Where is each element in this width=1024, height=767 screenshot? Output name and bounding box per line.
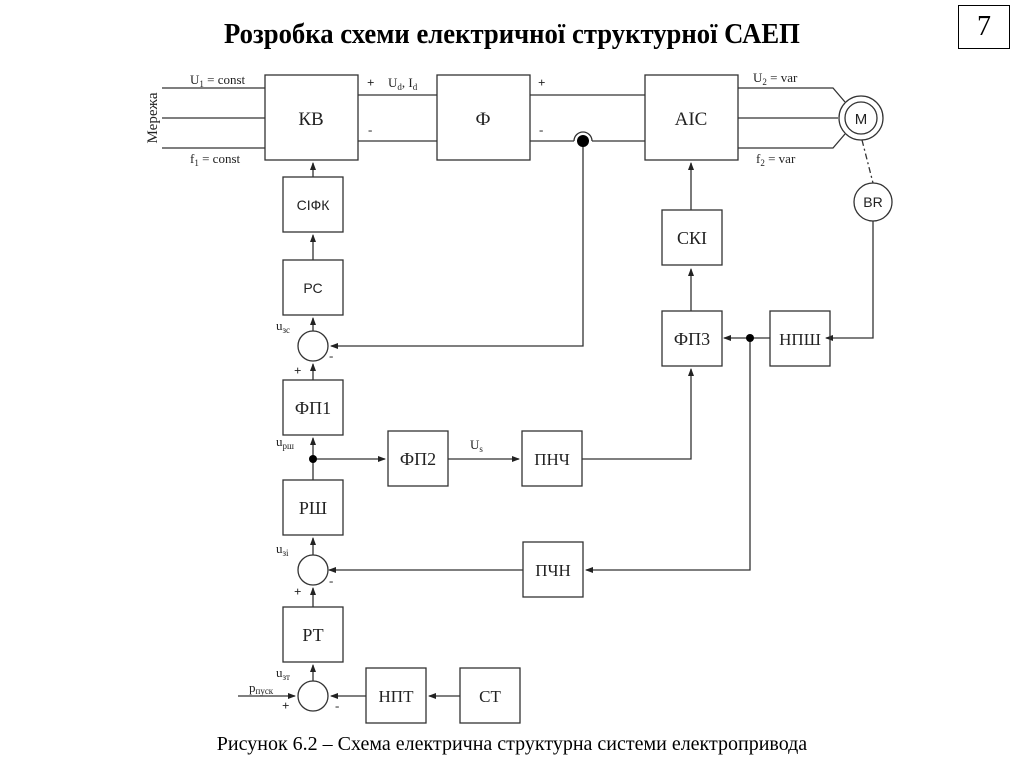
block-label: КВ	[298, 109, 323, 130]
current-sensor-node	[577, 135, 589, 147]
block-label: АІС	[675, 109, 708, 130]
block-label: M	[855, 111, 868, 128]
ud-id-label: Ud, Id	[388, 75, 418, 92]
block-label: НПШ	[779, 330, 821, 349]
figure-caption: Рисунок 6.2 – Схема електрична структурн…	[216, 733, 808, 755]
block-label: ФП3	[674, 329, 710, 349]
plus-sign: +	[294, 363, 301, 378]
f1-label: f1 = const	[190, 151, 241, 168]
page-number: 7	[958, 5, 1010, 49]
block-kv	[264, 74, 359, 161]
block-label: РТ	[302, 625, 323, 645]
summing-junction-2	[297, 554, 329, 586]
motor-outer-ring	[838, 95, 884, 141]
plus-sign: +	[538, 75, 545, 90]
plus-sign: +	[367, 75, 374, 90]
branch-node	[309, 455, 317, 463]
u-zi-label: uзі	[276, 541, 289, 558]
p-pusk-label: pпуск	[249, 680, 274, 696]
wire	[738, 133, 846, 149]
block-ski	[661, 209, 723, 266]
summing-junction-3	[297, 680, 329, 712]
block-label: BR	[863, 194, 882, 210]
block-phi	[436, 74, 531, 161]
wire	[330, 141, 584, 349]
block-label: СІФК	[297, 197, 331, 213]
minus-sign: -	[539, 122, 543, 137]
block-label: РШ	[299, 498, 327, 518]
wire	[738, 87, 846, 103]
block-label: ПЧН	[535, 561, 571, 580]
minus-sign: -	[329, 348, 333, 363]
network-label: Мережа	[145, 92, 161, 143]
block-label: ПНЧ	[534, 450, 570, 469]
current-sensor-arc	[573, 131, 593, 142]
block-label: Ф	[475, 109, 490, 130]
block-label: НПТ	[379, 687, 415, 706]
block-fp2	[387, 430, 449, 487]
f2-label: f2 = var	[756, 151, 796, 168]
plus-sign: +	[282, 698, 289, 713]
motor-circle	[844, 101, 878, 135]
u-rsh-label: uрш	[276, 434, 294, 451]
block-label: РС	[303, 280, 322, 296]
block-label: ФП1	[295, 398, 331, 418]
minus-sign: -	[329, 573, 333, 588]
block-fp3	[661, 310, 723, 367]
minus-sign: -	[335, 698, 339, 713]
slide-title: Розробка схеми електричної структурної С…	[224, 18, 800, 50]
minus-sign: -	[368, 122, 372, 137]
wire	[582, 368, 694, 460]
u-zt-label: uзт	[276, 665, 290, 682]
wire	[585, 338, 751, 573]
summing-junction-1	[297, 330, 329, 362]
wire	[825, 221, 874, 341]
u2-label: U2 = var	[753, 70, 798, 87]
block-rsh	[282, 479, 344, 536]
us-label: Us	[470, 437, 483, 454]
block-label: ФП2	[400, 449, 436, 469]
u1-label: U1 = const	[190, 72, 246, 89]
block-pnch	[521, 430, 583, 487]
shaft-link	[861, 139, 874, 184]
branch-node	[746, 334, 754, 342]
block-label: СТ	[479, 687, 501, 706]
block-label: СКІ	[677, 228, 707, 248]
u-zs-label: uзс	[276, 318, 290, 335]
plus-sign: +	[294, 584, 301, 599]
